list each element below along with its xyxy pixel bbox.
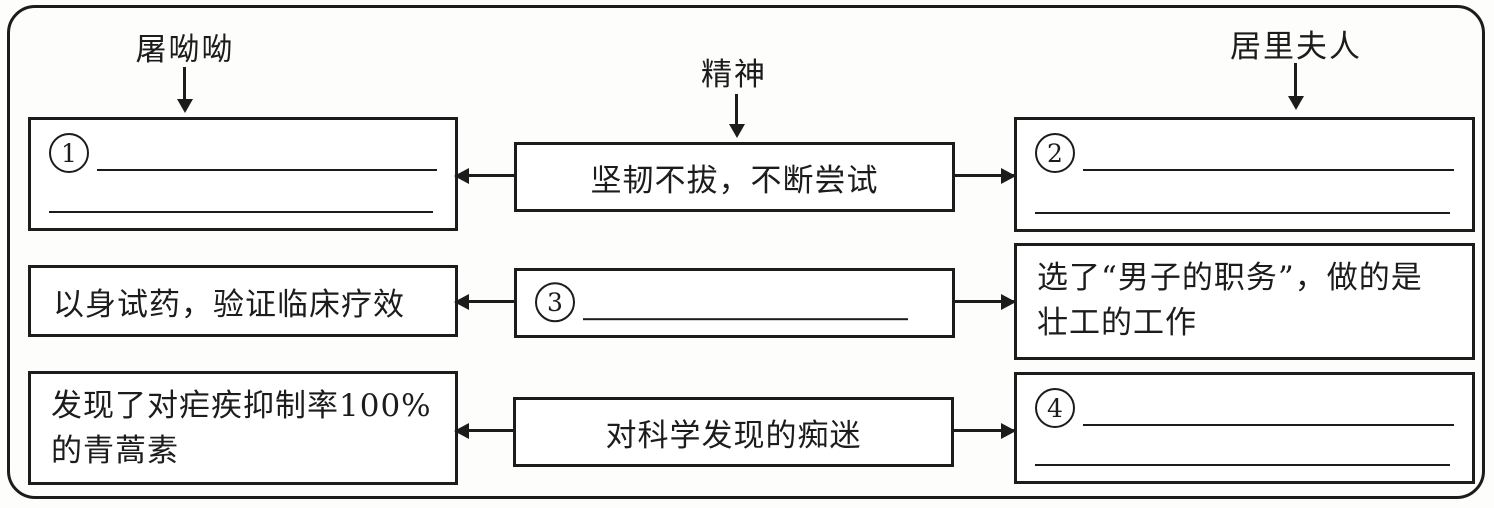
fact-box-tu-artemisinin: 发现了对疟疾抑制率100% 的青蒿素 (28, 371, 458, 485)
fact-text-line: 壮工的工作 (1037, 305, 1197, 341)
header-tu-youyou: 屠呦呦 (135, 32, 235, 68)
fill-in-blank-line (1035, 212, 1450, 214)
fact-box-tu-trial: 以身试药，验证临床疗效 (28, 265, 458, 337)
header-madame-curie: 居里夫人 (1230, 29, 1362, 65)
fill-in-blank-line (49, 211, 433, 213)
trait-text: 坚韧不拔，不断尝试 (590, 162, 879, 199)
left-arrow-icon (456, 429, 513, 432)
fill-in-blank-line (1083, 168, 1454, 171)
blank-box-3: 3 (514, 268, 955, 338)
left-arrow-icon (456, 300, 514, 303)
fact-text-line: 的青蒿素 (51, 433, 179, 469)
outer-border (7, 5, 1485, 499)
blank-box-1: 1 (28, 117, 458, 231)
down-arrow-icon (735, 94, 738, 125)
fact-box-curie-work: 选了“男子的职务”，做的是 壮工的工作 (1014, 243, 1475, 360)
fact-text-line: 选了“男子的职务”，做的是 (1037, 260, 1423, 296)
fill-in-blank-line (583, 317, 908, 321)
fill-in-blank-line (1035, 464, 1450, 466)
circled-number-4: 4 (1035, 388, 1075, 428)
blank-box-2: 2 (1014, 117, 1475, 232)
right-arrow-icon (952, 429, 1014, 432)
fill-in-blank-line (1083, 423, 1454, 426)
fact-text-line: 发现了对疟疾抑制率100% (51, 388, 432, 424)
circled-number-2: 2 (1035, 133, 1075, 173)
trait-text: 对科学发现的痴迷 (605, 417, 862, 454)
header-spirit: 精神 (701, 57, 767, 93)
fact-text: 以身试药，验证临床疗效 (53, 286, 405, 323)
blank-line: 1 (49, 133, 437, 173)
circled-number-1: 1 (49, 133, 89, 173)
blank-line: 2 (1035, 133, 1454, 173)
right-arrow-icon (953, 300, 1014, 303)
trait-box-perseverance: 坚韧不拔，不断尝试 (514, 142, 955, 212)
blank-box-4: 4 (1014, 372, 1475, 484)
trait-box-obsession: 对科学发现的痴迷 (513, 397, 954, 467)
blank-line: 4 (1035, 388, 1454, 428)
blank-line: 3 (535, 282, 908, 323)
fill-in-blank-line (97, 168, 437, 171)
down-arrow-icon (1294, 63, 1297, 97)
left-arrow-icon (456, 174, 514, 177)
circled-number-3: 3 (535, 282, 575, 323)
down-arrow-icon (183, 67, 186, 100)
right-arrow-icon (953, 174, 1014, 177)
